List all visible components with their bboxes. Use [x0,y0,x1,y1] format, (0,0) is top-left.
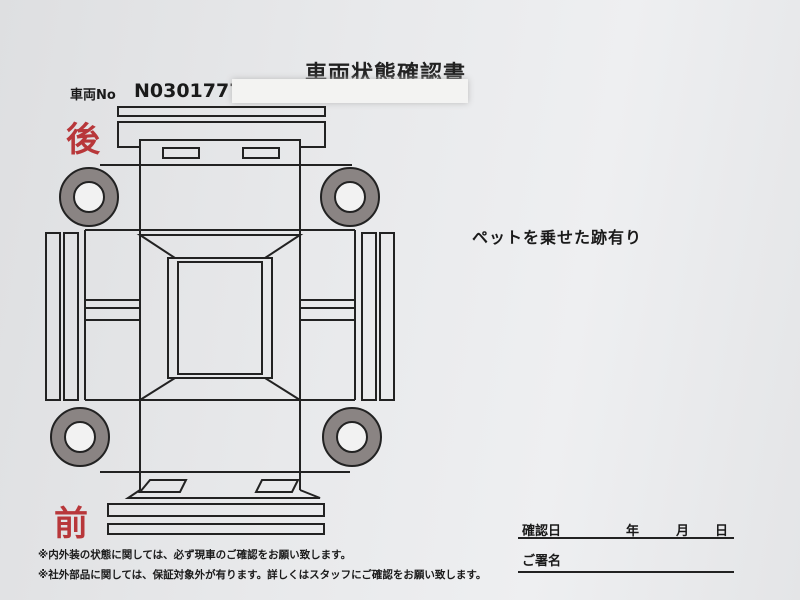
footnote: ※内外装の状態に関しては、必ず現車のご確認をお願い致します。 [38,549,352,561]
footnote: ※社外部品に関しては、保証対象外が有ります。詳しくはスタッフにご確認をお願い致し… [38,569,487,581]
wheel-icon [50,167,382,467]
signature-label: ご署名 [522,554,562,569]
date-field-line [518,537,734,539]
condition-note: ペットを乗せた跡有り [472,228,643,247]
redaction-mask [232,79,468,103]
year-label: 年 [626,524,640,539]
vehicle-no-label: 車両No [70,88,116,103]
vehicle-no-value: N0301777 [134,80,243,102]
front-label: 前 [54,504,88,544]
confirm-date-label: 確認日 [522,524,562,539]
signature-field-line [518,571,734,573]
month-label: 月 [676,524,690,539]
day-label: 日 [715,524,729,539]
rear-label: 後 [66,120,100,160]
